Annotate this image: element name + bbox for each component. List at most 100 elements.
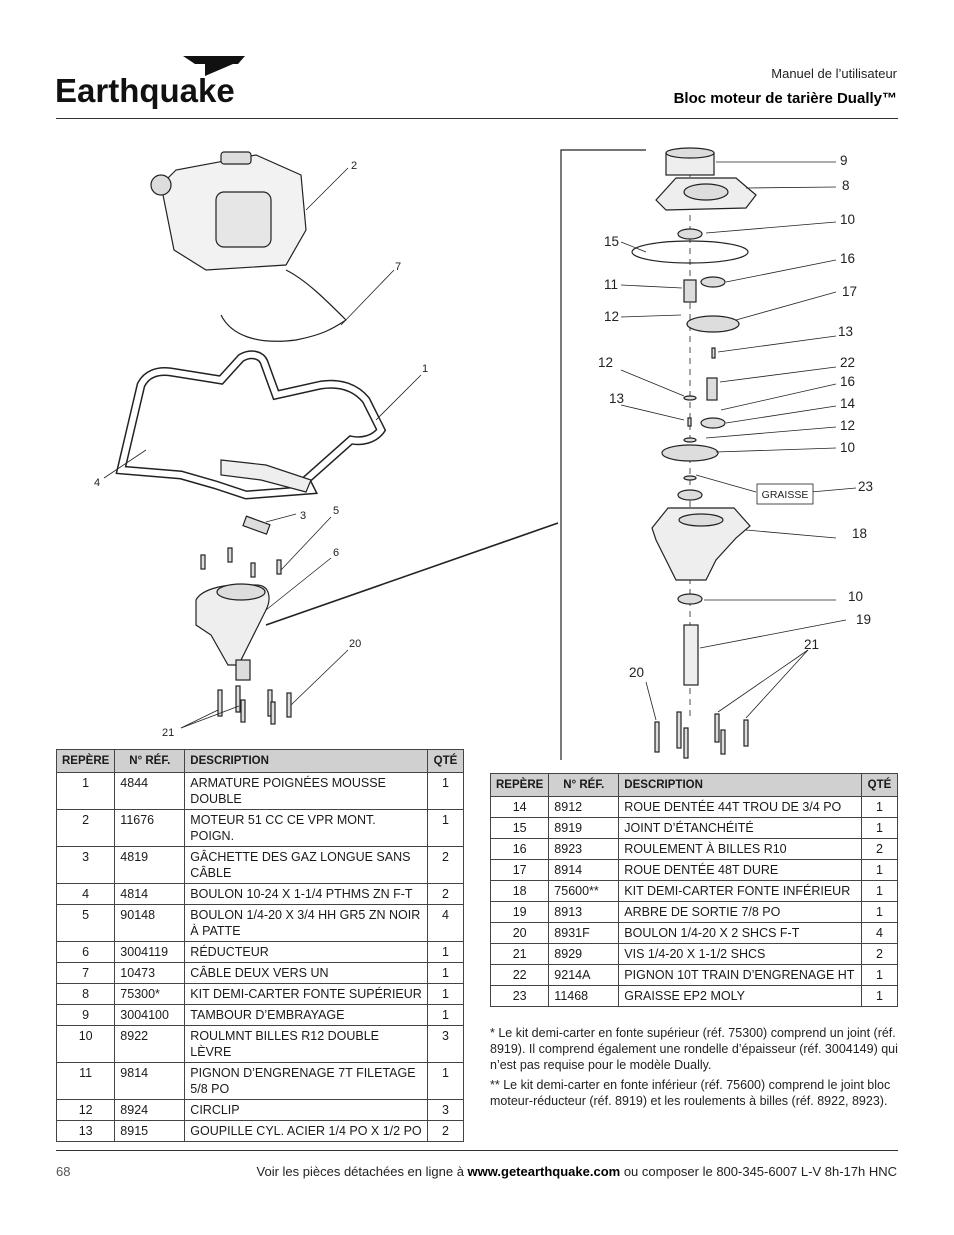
callout-17: 17 bbox=[842, 284, 857, 299]
col-header-ref: REPÈRE bbox=[55, 749, 116, 773]
cell-ref: 10 bbox=[55, 1025, 116, 1063]
col-header-part-no: N° RÉF. bbox=[114, 749, 186, 773]
cell-ref: 14 bbox=[489, 796, 550, 818]
callout-9: 9 bbox=[840, 153, 848, 168]
cell-qty: 2 bbox=[427, 846, 464, 884]
cell-ref: 21 bbox=[489, 943, 550, 965]
footnote-lower-case-kit: ** Le kit demi-carter en fonte inférieur… bbox=[490, 1078, 891, 1108]
callout-20: 20 bbox=[349, 638, 361, 650]
callout-14: 14 bbox=[840, 396, 856, 411]
callout-19: 19 bbox=[856, 612, 871, 627]
footnote-upper-case-kit: * Le kit demi-carter en fonte supérieur … bbox=[490, 1026, 898, 1072]
cell-qty: 1 bbox=[861, 880, 898, 902]
table-header-row: REPÈRE N° RÉF. DESCRIPTION QTÉ bbox=[489, 773, 898, 797]
callout-12: 12 bbox=[604, 309, 619, 324]
cell-part-no: 3004100 bbox=[114, 1004, 186, 1026]
cell-ref: 9 bbox=[55, 1004, 116, 1026]
cell-ref: 3 bbox=[55, 846, 116, 884]
cell-description: PIGNON 10T TRAIN D’ENGRENAGE HT bbox=[618, 964, 862, 986]
cell-part-no: 8923 bbox=[548, 838, 620, 860]
grease-label: GRAISSE bbox=[762, 489, 809, 501]
cell-qty: 1 bbox=[427, 1062, 464, 1100]
cell-qty: 1 bbox=[427, 772, 464, 810]
cell-part-no: 9814 bbox=[114, 1062, 186, 1100]
cell-qty: 2 bbox=[427, 883, 464, 905]
cell-ref: 12 bbox=[55, 1099, 116, 1121]
document-title: Bloc moteur de tarière Dually™ bbox=[673, 90, 897, 107]
cell-qty: 2 bbox=[861, 838, 898, 860]
cell-qty: 1 bbox=[427, 1004, 464, 1026]
cell-qty: 1 bbox=[861, 817, 898, 839]
cell-description: RÉDUCTEUR bbox=[184, 941, 428, 963]
cell-description: MOTEUR 51 CC CE VPR MONT. POIGN. bbox=[184, 809, 428, 847]
cell-part-no: 4819 bbox=[114, 846, 186, 884]
exploded-parts-diagram: GRAISSE 2 7 1 4 3 5 6 20 21 9 8 10 15 16… bbox=[56, 130, 898, 760]
cell-qty: 4 bbox=[861, 922, 898, 944]
cell-ref: 18 bbox=[489, 880, 550, 902]
cell-description: TAMBOUR D’EMBRAYAGE bbox=[184, 1004, 428, 1026]
cell-description: CÂBLE DEUX VERS UN bbox=[184, 962, 428, 984]
cell-description: CIRCLIP bbox=[184, 1099, 428, 1121]
callout-10: 10 bbox=[840, 440, 855, 455]
col-header-part-no: N° RÉF. bbox=[548, 773, 620, 797]
cell-part-no: 8931F bbox=[548, 922, 620, 944]
col-header-ref: REPÈRE bbox=[489, 773, 550, 797]
cell-description: JOINT D’ÉTANCHÉITÉ bbox=[618, 817, 862, 839]
cell-part-no: 8912 bbox=[548, 796, 620, 818]
cell-ref: 16 bbox=[489, 838, 550, 860]
cell-description: GRAISSE EP2 MOLY bbox=[618, 985, 862, 1007]
cell-qty: 3 bbox=[427, 1099, 464, 1121]
cell-ref: 1 bbox=[55, 772, 116, 810]
callout-16: 16 bbox=[840, 374, 855, 389]
cell-ref: 22 bbox=[489, 964, 550, 986]
callout-4: 4 bbox=[94, 477, 100, 489]
table-header-row: REPÈRE N° RÉF. DESCRIPTION QTÉ bbox=[55, 749, 464, 773]
cell-description: BOULON 1/4-20 X 3/4 HH GR5 ZN NOIR À PAT… bbox=[184, 904, 428, 942]
cell-part-no: 9214A bbox=[548, 964, 620, 986]
cell-part-no: 8913 bbox=[548, 901, 620, 923]
cell-ref: 5 bbox=[55, 904, 116, 942]
cell-part-no: 8919 bbox=[548, 817, 620, 839]
callout-21: 21 bbox=[162, 727, 174, 739]
col-header-description: DESCRIPTION bbox=[184, 749, 428, 773]
col-header-description: DESCRIPTION bbox=[618, 773, 862, 797]
cell-ref: 8 bbox=[55, 983, 116, 1005]
cell-description: BOULON 10-24 X 1-1/4 PTHMS ZN F-T bbox=[184, 883, 428, 905]
callout-18: 18 bbox=[852, 526, 867, 541]
cell-description: ROUE DENTÉE 44T TROU DE 3/4 PO bbox=[618, 796, 862, 818]
cell-qty: 1 bbox=[861, 985, 898, 1007]
footer-text-after: ou composer le 800-345-6007 L-V 8h-17h H… bbox=[620, 1164, 897, 1179]
cell-ref: 11 bbox=[55, 1062, 116, 1100]
header-divider bbox=[56, 118, 898, 119]
callout-15: 15 bbox=[604, 234, 619, 249]
cell-part-no: 8924 bbox=[114, 1099, 186, 1121]
callout-20: 20 bbox=[629, 665, 644, 680]
cell-ref: 2 bbox=[55, 809, 116, 847]
cell-ref: 13 bbox=[55, 1120, 116, 1142]
throttle-cable bbox=[220, 269, 347, 342]
cell-ref: 23 bbox=[489, 985, 550, 1007]
cell-ref: 20 bbox=[489, 922, 550, 944]
callout-5: 5 bbox=[333, 505, 339, 517]
cell-qty: 4 bbox=[427, 904, 464, 942]
cell-part-no: 8915 bbox=[114, 1120, 186, 1142]
cell-description: BOULON 1/4-20 X 2 SHCS F-T bbox=[618, 922, 862, 944]
cell-description: GOUPILLE CYL. ACIER 1/4 PO X 1/2 PO bbox=[184, 1120, 428, 1142]
callout-2: 2 bbox=[351, 160, 357, 172]
callout-13: 13 bbox=[609, 391, 624, 406]
callout-10: 10 bbox=[848, 589, 863, 604]
footer-website-link[interactable]: www.getearthquake.com bbox=[467, 1164, 621, 1179]
cell-qty: 1 bbox=[427, 983, 464, 1005]
